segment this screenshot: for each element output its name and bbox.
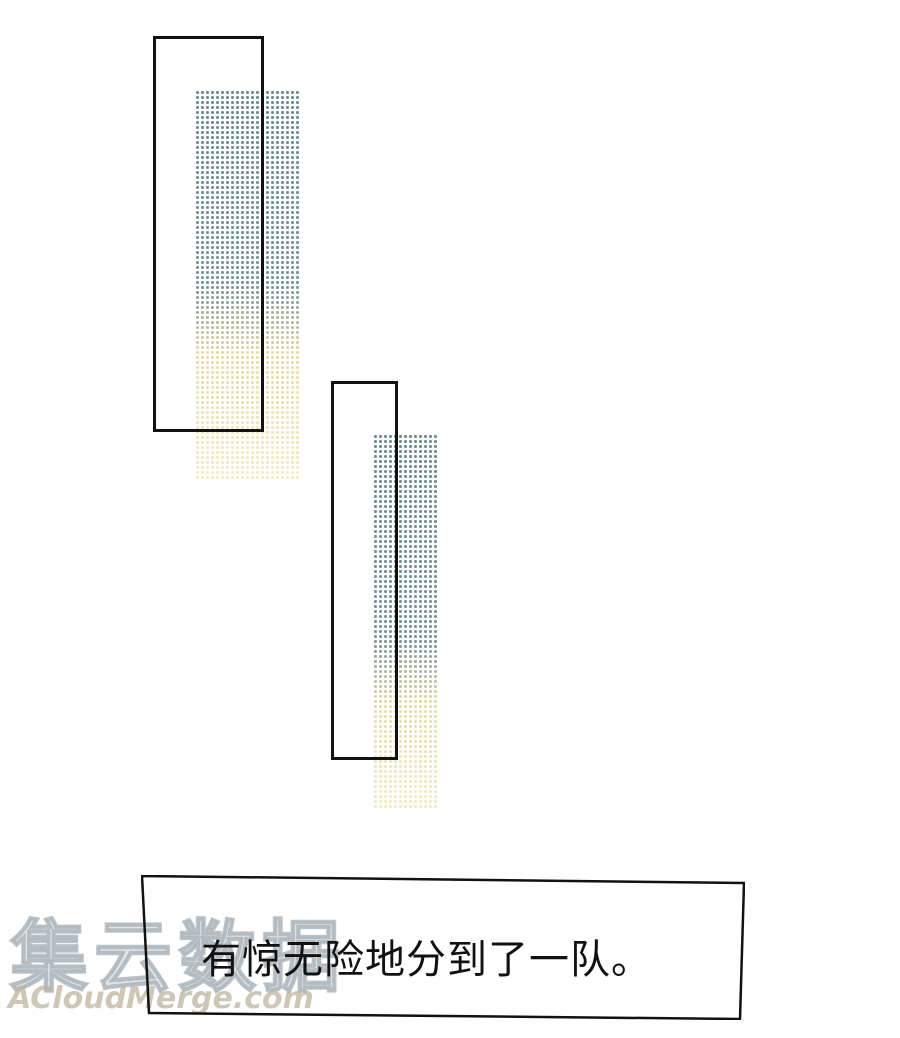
caption-box: 有惊无险地分到了一队。	[141, 875, 745, 1020]
halftone-panel-upper	[195, 90, 301, 480]
halftone-panel-lower	[373, 434, 437, 808]
panel-frame-upper	[153, 36, 264, 432]
panel-frame-lower	[331, 381, 398, 760]
caption-border	[141, 875, 745, 1020]
caption-text: 有惊无险地分到了一队。	[201, 937, 652, 983]
